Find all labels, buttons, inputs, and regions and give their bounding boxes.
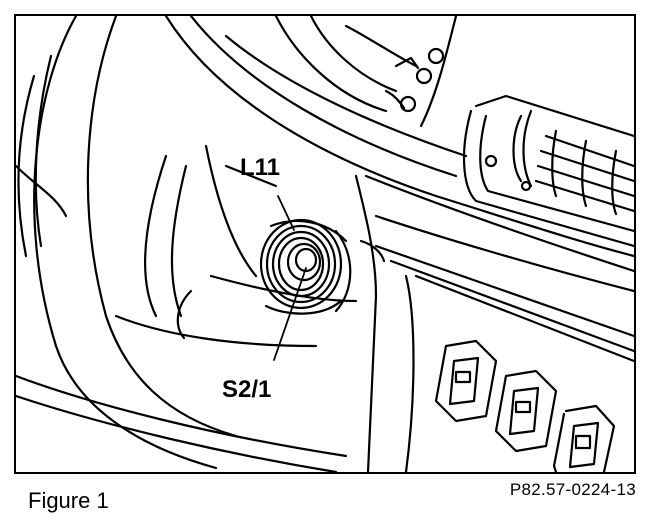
switch-3 xyxy=(552,404,616,472)
callout-l11: L11 xyxy=(240,154,281,181)
figure-frame: L11 S2/1 xyxy=(14,14,636,474)
figure-caption: Figure 1 xyxy=(28,488,109,513)
lower-trim xyxy=(16,374,348,472)
ignition-lock-bezel xyxy=(259,218,352,315)
steering-wheel xyxy=(16,16,238,470)
dashboard-upper xyxy=(164,16,634,293)
steering-column xyxy=(114,144,358,348)
instrument-cluster xyxy=(274,16,458,128)
air-vent xyxy=(463,94,634,248)
switch-1 xyxy=(434,339,498,423)
leader-line-s2-1 xyxy=(273,267,307,361)
switch-panel xyxy=(354,174,634,472)
dashboard-ignition-illustration xyxy=(16,16,634,472)
leader-line-l11 xyxy=(277,195,295,231)
figure-reference-code: P82.57-0224-13 xyxy=(509,480,636,499)
callout-s2-1: S2/1 xyxy=(222,376,272,403)
switch-2 xyxy=(494,369,558,453)
